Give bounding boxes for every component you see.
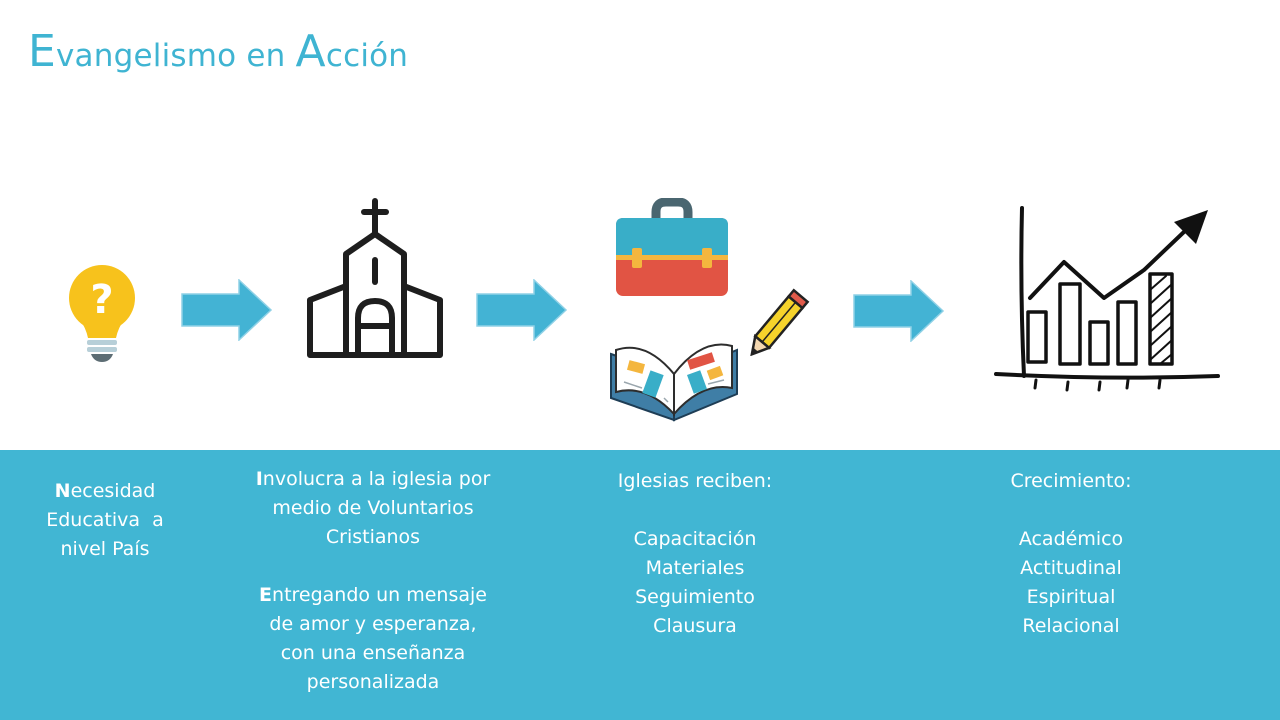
title-part-1: vangelismo en	[56, 38, 296, 74]
svg-text:?: ?	[90, 277, 113, 323]
list-item: Materiales	[645, 557, 745, 579]
list-item: Académico	[1018, 528, 1124, 550]
step-2-line-7: personalizada	[306, 671, 440, 693]
flow-arrow-1	[181, 279, 273, 341]
title-initial-a: A	[295, 26, 326, 77]
step-1-line-1: ecesidad	[70, 480, 156, 502]
step-3-heading: Iglesias reciben:	[617, 470, 773, 492]
list-item: Capacitación	[633, 528, 757, 550]
step-2-line-1: nvolucra a la iglesia por	[262, 468, 491, 490]
step-2-line-5: de amor y esperanza,	[269, 613, 477, 635]
list-item: Actitudinal	[1020, 557, 1122, 579]
list-item: Espiritual	[1026, 586, 1116, 608]
open-book-icon	[610, 343, 738, 422]
flow-arrow-2	[476, 279, 568, 341]
list-item: Clausura	[653, 615, 737, 637]
step-1-initial: N	[54, 480, 71, 502]
step-2-initial-1: I	[255, 468, 263, 490]
list-item: Relacional	[1022, 615, 1120, 637]
page-title: Evangelismo en Acción	[28, 26, 408, 77]
step-3-text: Iglesias reciben: Capacitación Materiale…	[575, 467, 815, 641]
step-4-heading: Crecimiento:	[1010, 470, 1132, 492]
pencil-icon	[750, 288, 810, 356]
briefcase-icon	[616, 198, 728, 296]
step-2-line-2: medio de Voluntarios	[272, 497, 474, 519]
flow-arrow-3	[853, 280, 945, 342]
lightbulb-question-icon: ?	[69, 265, 135, 362]
step-2-line-6: con una enseñanza	[280, 642, 466, 664]
info-band	[0, 450, 1280, 720]
growth-chart-icon	[994, 206, 1220, 392]
step-2-line-4: ntregando un mensaje	[272, 584, 487, 606]
step-1-line-2: Educativa a	[46, 509, 164, 531]
step-1-line-3: nivel País	[60, 538, 150, 560]
step-2-line-3: Cristianos	[325, 526, 421, 548]
church-icon	[307, 198, 443, 358]
title-initial-e: E	[28, 26, 57, 77]
list-item: Seguimiento	[635, 586, 755, 608]
title-part-2: cción	[325, 38, 409, 74]
step-1-text: Necesidad Educativa a nivel País	[30, 477, 180, 564]
step-4-text: Crecimiento: Académico Actitudinal Espir…	[951, 467, 1191, 641]
step-2-initial-2: E	[259, 584, 273, 606]
step-2-text: Involucra a la iglesia por medio de Volu…	[232, 465, 514, 697]
